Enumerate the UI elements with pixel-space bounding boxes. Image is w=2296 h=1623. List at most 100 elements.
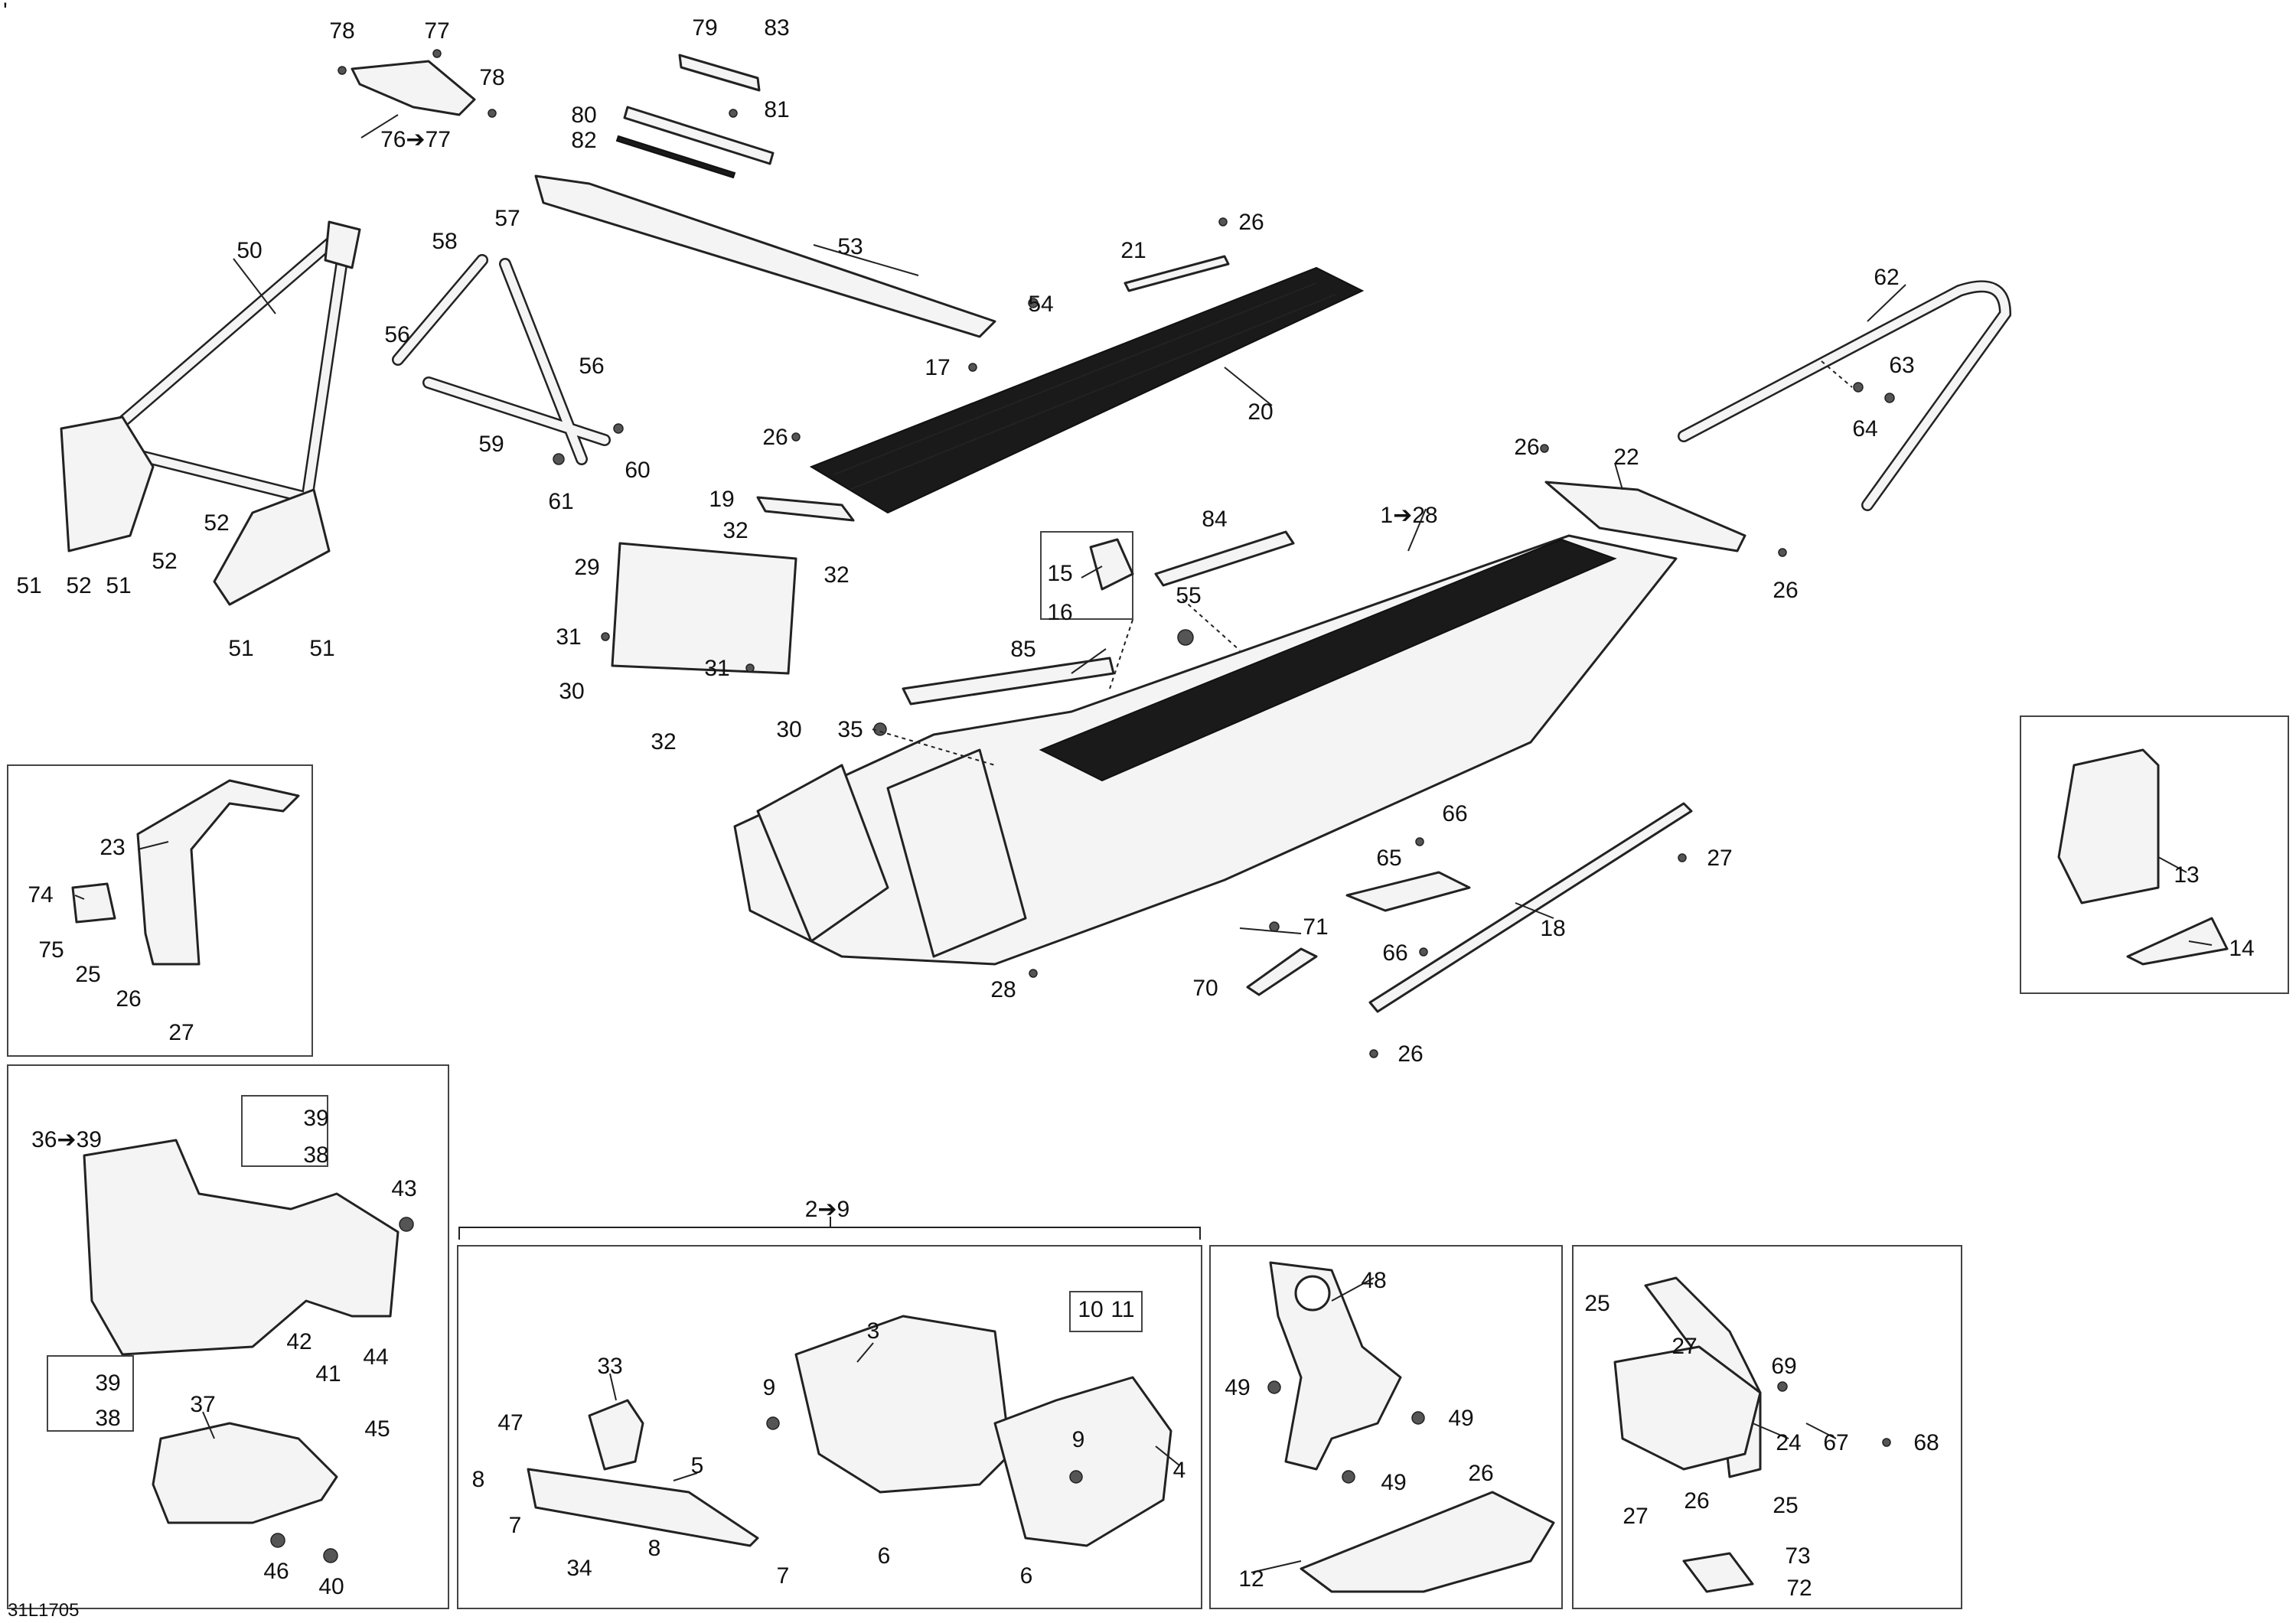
inset-box-36-39 — [7, 1064, 449, 1609]
callout-c73: 73 — [1785, 1543, 1810, 1569]
callout-c9b: 9 — [1072, 1427, 1085, 1452]
callout-c81: 81 — [764, 97, 789, 122]
callout-c29: 29 — [574, 555, 599, 580]
callout-c25a: 25 — [75, 962, 100, 987]
corner-mark: ' — [3, 0, 8, 24]
callout-c51d: 51 — [309, 636, 334, 661]
callout-c50: 50 — [236, 238, 262, 263]
callout-c17: 17 — [925, 355, 950, 380]
callout-c39b: 39 — [95, 1370, 120, 1396]
bracket-2-9 — [458, 1217, 1201, 1240]
links-56-59 — [392, 254, 611, 465]
callout-c21: 21 — [1120, 238, 1146, 263]
callout-c64: 64 — [1852, 416, 1877, 442]
callout-c63: 63 — [1889, 353, 1914, 378]
callout-c78b: 78 — [479, 65, 504, 90]
inset-box-2-9 — [457, 1245, 1202, 1609]
skid-plate-12 — [1300, 1491, 1555, 1593]
callout-c30a: 30 — [559, 679, 584, 704]
inset-box-23 — [7, 764, 313, 1057]
callout-c32b: 32 — [823, 562, 849, 588]
callout-c71: 71 — [1303, 914, 1328, 940]
inset-box-15-16 — [1040, 531, 1133, 620]
callout-c82: 82 — [571, 128, 596, 153]
callout-c59: 59 — [478, 432, 504, 457]
bracket-19 — [756, 496, 855, 522]
callout-c42: 42 — [286, 1329, 311, 1354]
callout-c8a: 8 — [472, 1467, 485, 1492]
callout-c49a: 49 — [1225, 1375, 1250, 1400]
plate-24 — [1613, 1345, 1762, 1471]
bracket-14 — [2126, 917, 2229, 966]
callout-c39a: 39 — [303, 1106, 328, 1131]
callout-c7a: 7 — [509, 1513, 522, 1538]
callout-c68: 68 — [1913, 1430, 1939, 1455]
callout-c7b: 7 — [777, 1563, 790, 1589]
callout-c4: 4 — [1173, 1458, 1186, 1483]
bracket-76-77 — [351, 60, 476, 116]
callout-c40: 40 — [318, 1574, 344, 1599]
plate-70 — [1246, 947, 1318, 996]
callout-c58: 58 — [432, 229, 457, 254]
callout-c36: 36➔39 — [31, 1127, 102, 1152]
callout-c27b: 27 — [168, 1020, 194, 1045]
callout-c37: 37 — [190, 1392, 215, 1417]
callout-c1: 1➔28 — [1380, 503, 1437, 528]
callout-c61: 61 — [548, 489, 573, 514]
callout-c44: 44 — [363, 1344, 388, 1370]
bracket-23 — [136, 779, 300, 966]
callout-c67: 67 — [1823, 1430, 1848, 1455]
strip-85 — [902, 657, 1115, 706]
callout-c51a: 51 — [16, 573, 41, 598]
callout-c47: 47 — [497, 1410, 523, 1436]
plate-74 — [71, 882, 116, 924]
frame-4 — [993, 1376, 1172, 1547]
callout-c45: 45 — [364, 1416, 390, 1442]
callout-c76: 76➔77 — [380, 127, 451, 152]
callout-c32c: 32 — [651, 729, 676, 754]
callout-c27a: 27 — [1707, 846, 1732, 871]
callout-c78a: 78 — [329, 18, 354, 44]
callout-c24: 24 — [1776, 1430, 1801, 1455]
plate-65 — [1345, 871, 1471, 912]
callout-c70: 70 — [1192, 976, 1218, 1001]
callout-c48: 48 — [1361, 1268, 1386, 1293]
callout-c30b: 30 — [776, 717, 801, 742]
callout-c83: 83 — [764, 15, 789, 41]
strip-18 — [1368, 802, 1693, 1013]
callout-c74: 74 — [28, 882, 53, 908]
callout-c32a: 32 — [722, 518, 748, 543]
inset-box-10-11 — [1069, 1291, 1143, 1332]
inset-box-48-12 — [1209, 1245, 1563, 1609]
callout-c52b: 52 — [152, 549, 177, 574]
callout-c27d: 27 — [1623, 1504, 1648, 1529]
callout-c62: 62 — [1874, 265, 1899, 290]
callout-c26g: 26 — [1468, 1461, 1493, 1486]
bracket-48 — [1269, 1261, 1402, 1471]
callout-c38b: 38 — [95, 1406, 120, 1431]
rods-80-82 — [615, 106, 775, 179]
callout-c69: 69 — [1771, 1354, 1796, 1379]
callout-c26c: 26 — [1514, 435, 1539, 460]
callout-c80: 80 — [571, 103, 596, 128]
callout-c23: 23 — [99, 835, 125, 860]
callout-c85: 85 — [1010, 637, 1035, 662]
callout-c55: 55 — [1176, 583, 1201, 608]
bracket-33 — [588, 1399, 644, 1471]
callout-c26e: 26 — [116, 986, 141, 1012]
callout-c19: 19 — [709, 487, 734, 512]
callout-c16: 16 — [1047, 600, 1072, 625]
bracket-79 — [678, 54, 761, 92]
callout-c65: 65 — [1376, 846, 1401, 871]
callout-c49c: 49 — [1381, 1470, 1406, 1495]
runner-20 — [809, 266, 1365, 514]
inset-box-13-14 — [2020, 715, 2289, 994]
inset-box-24-25 — [1572, 1245, 1962, 1609]
callout-c25c: 25 — [1773, 1493, 1798, 1518]
callout-c77a: 77 — [424, 18, 449, 44]
callout-c3: 3 — [867, 1318, 880, 1344]
callout-c52c: 52 — [66, 573, 91, 598]
callout-c20: 20 — [1247, 399, 1273, 425]
inset-box-39-38-top — [241, 1095, 328, 1167]
callout-c13: 13 — [2174, 862, 2199, 888]
